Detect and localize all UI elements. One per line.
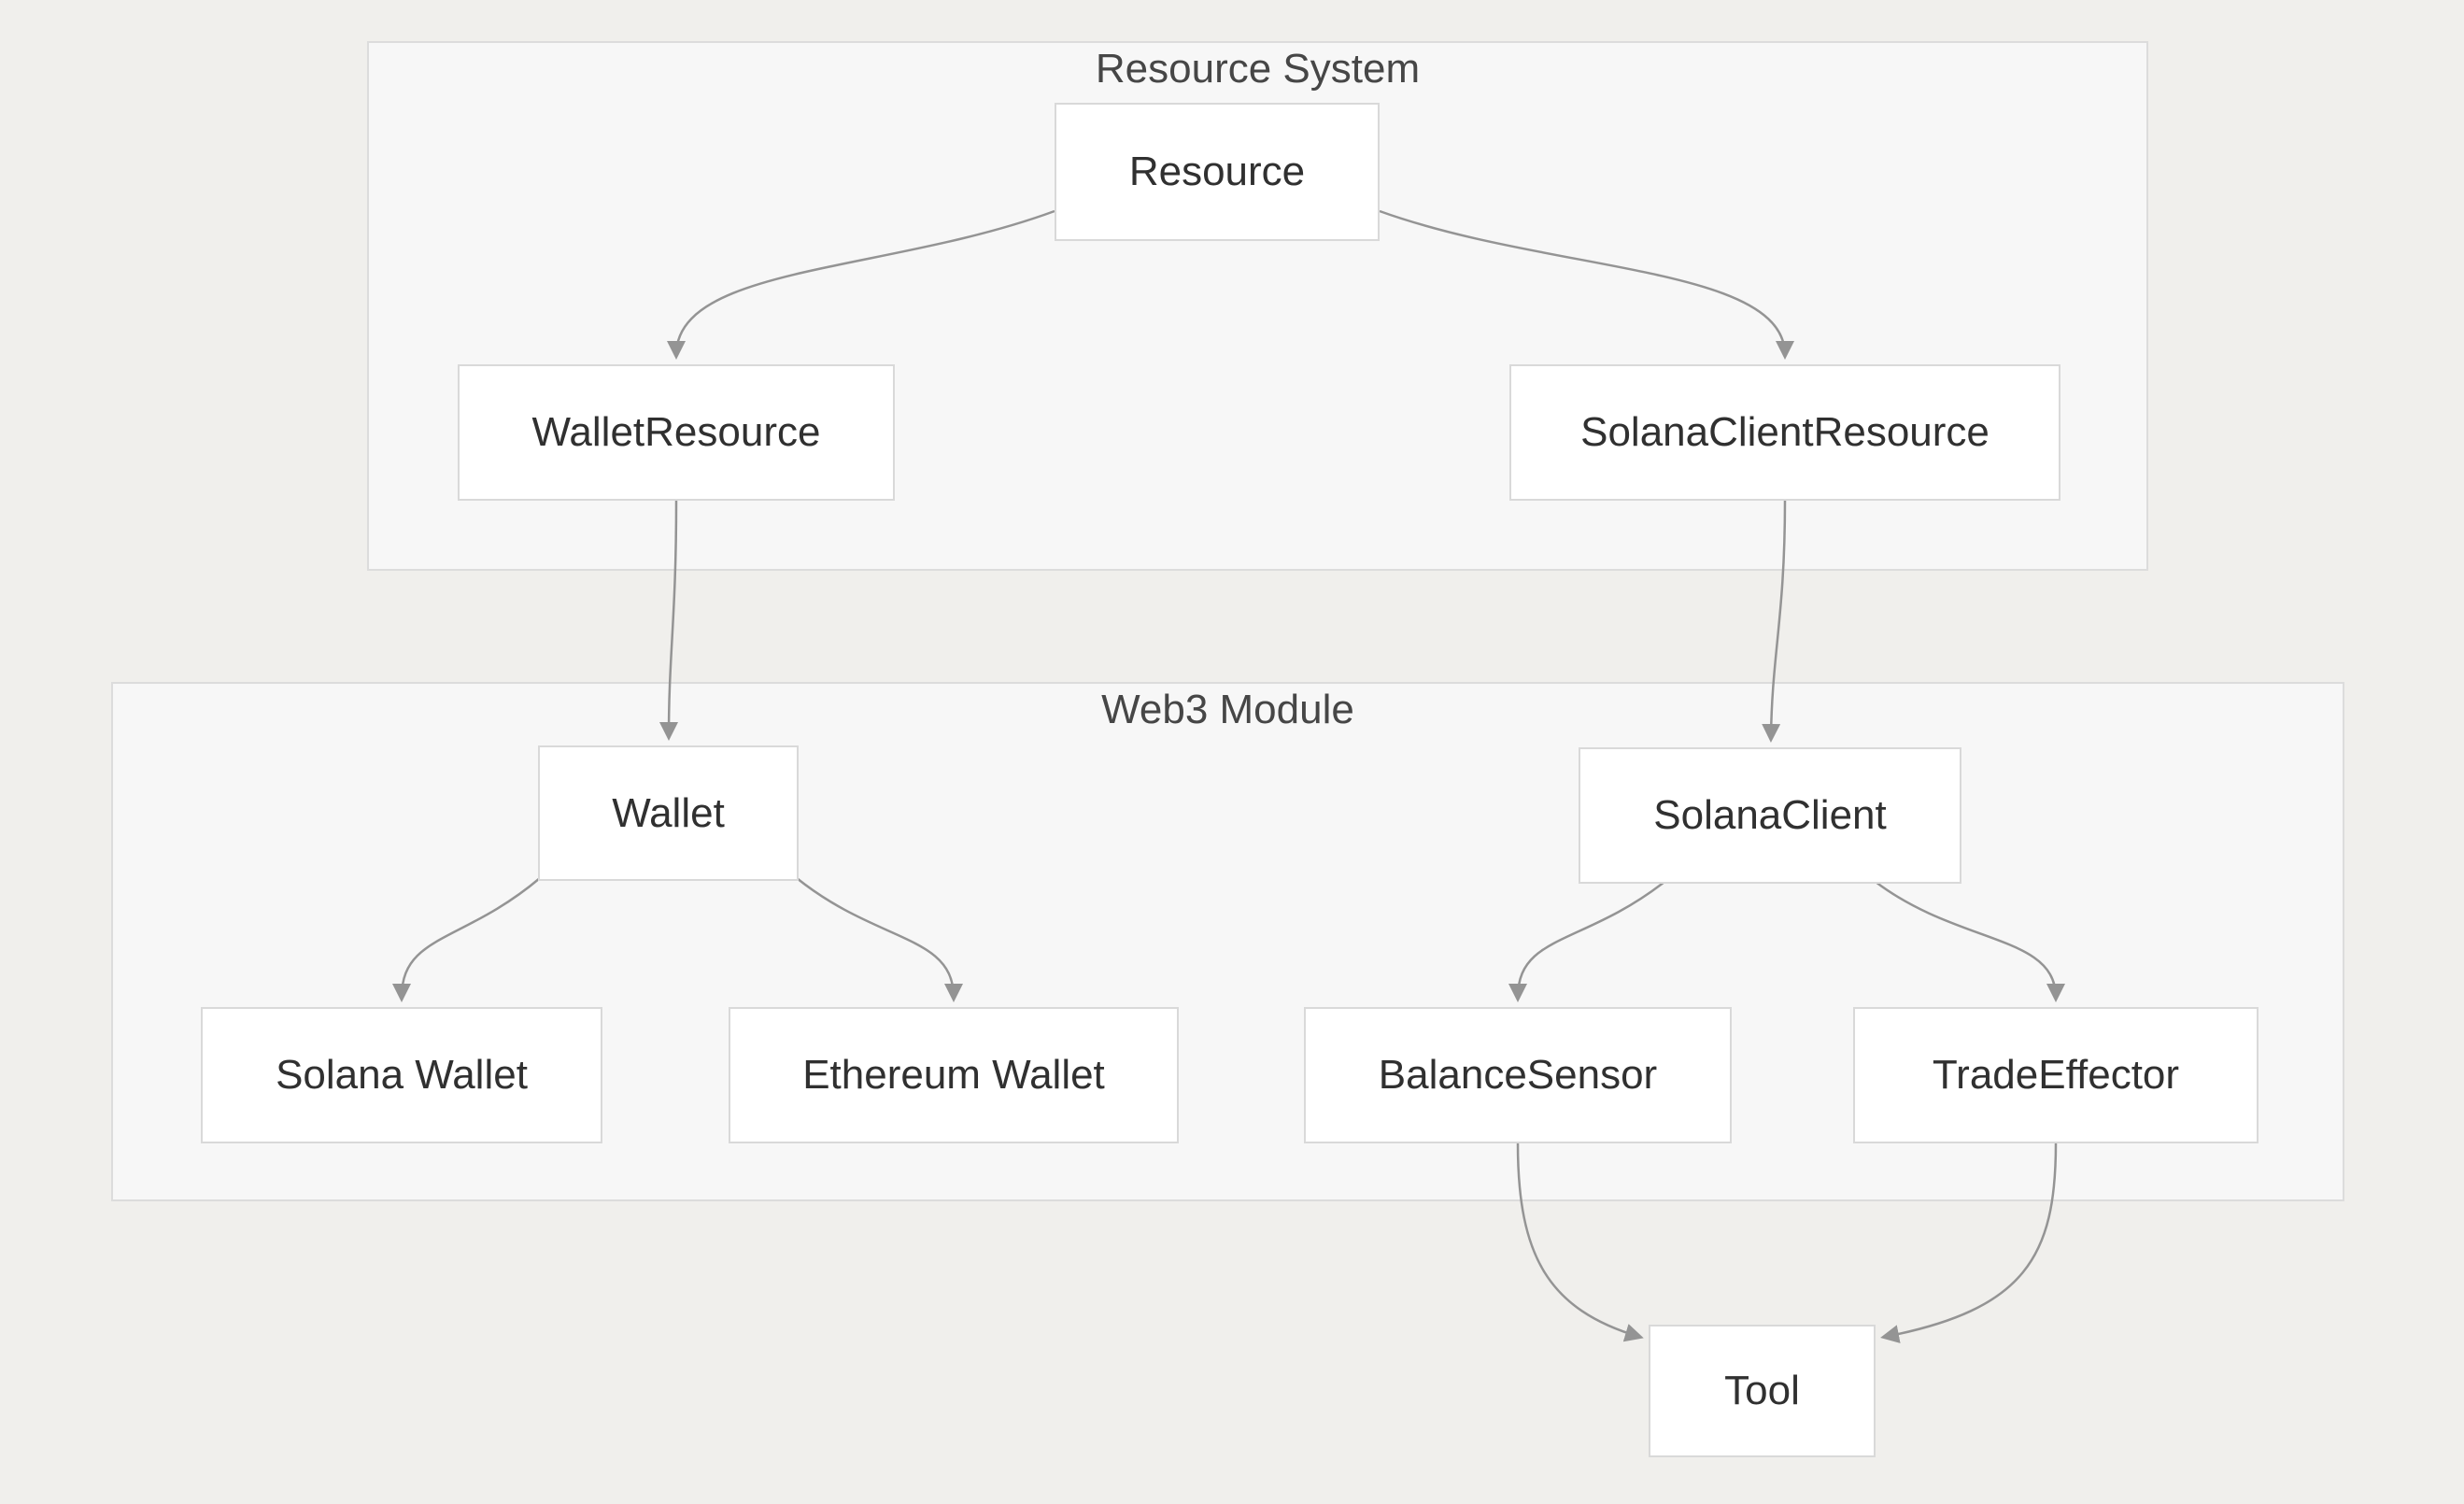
edge-balancesensor-to-tool <box>1516 1142 1644 1342</box>
edge-walletresource-to-wallet <box>659 500 679 741</box>
edge-solanaclient-to-balancesensor <box>1508 881 1665 1002</box>
node-ethereumwallet: Ethereum Wallet <box>729 1007 1179 1143</box>
edge-wallet-to-solanawallet <box>392 877 541 1002</box>
node-wallet: Wallet <box>538 745 799 881</box>
node-walletresource: WalletResource <box>458 364 895 501</box>
edge-wallet-to-ethereumwallet <box>796 877 963 1002</box>
edge-resource-to-walletresource <box>667 209 1055 360</box>
node-solanaclient: SolanaClient <box>1579 747 1961 884</box>
edge-solanaclientresource-to-solanaclient <box>1762 500 1787 743</box>
node-tradeeffector: TradeEffector <box>1853 1007 2259 1143</box>
edge-tradeeffector-to-tool <box>1880 1142 2058 1343</box>
node-resource: Resource <box>1055 103 1380 241</box>
node-tool: Tool <box>1649 1325 1876 1457</box>
node-solanawallet: Solana Wallet <box>201 1007 602 1143</box>
node-solanaclientresource: SolanaClientResource <box>1509 364 2060 501</box>
edge-solanaclient-to-tradeeffector <box>1875 881 2065 1002</box>
edge-resource-to-solanaclientresource <box>1379 209 1794 360</box>
node-balancesensor: BalanceSensor <box>1304 1007 1732 1143</box>
